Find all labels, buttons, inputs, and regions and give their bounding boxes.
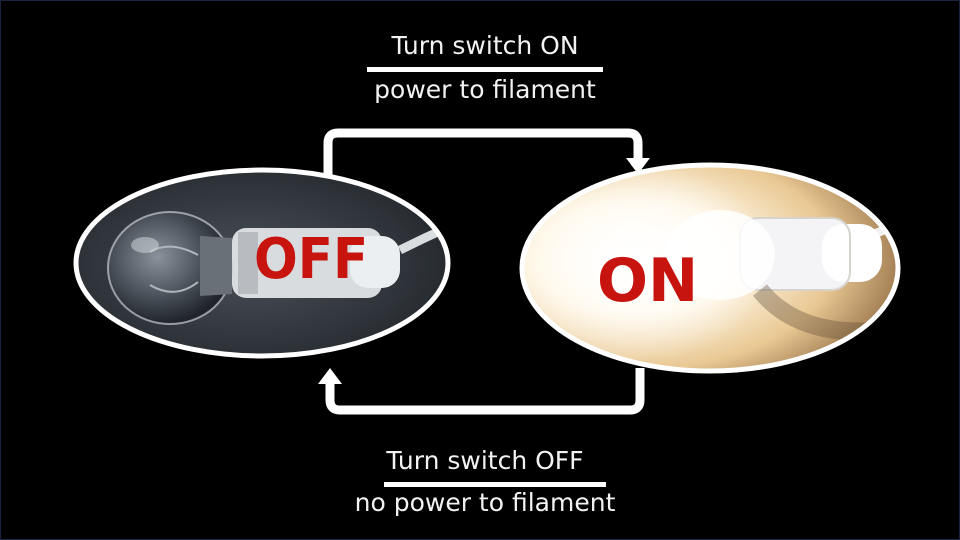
switch-off-divider [384, 482, 606, 487]
switch-off-caption-line1: Turn switch OFF [386, 446, 584, 475]
switch-on-caption-line1: Turn switch ON [391, 31, 579, 60]
switch-on-divider [367, 67, 603, 72]
bulb-on-image [519, 162, 901, 374]
switch-on-arrow [323, 128, 650, 176]
switch-on-caption-line2: power to filament [374, 75, 596, 104]
bulb-off-image [73, 167, 451, 359]
switch-off-arrow [318, 368, 645, 415]
switch-off-caption-line2: no power to filament [354, 488, 616, 517]
off-state-label: OFF [254, 227, 369, 292]
on-state-label: ON [597, 246, 699, 316]
